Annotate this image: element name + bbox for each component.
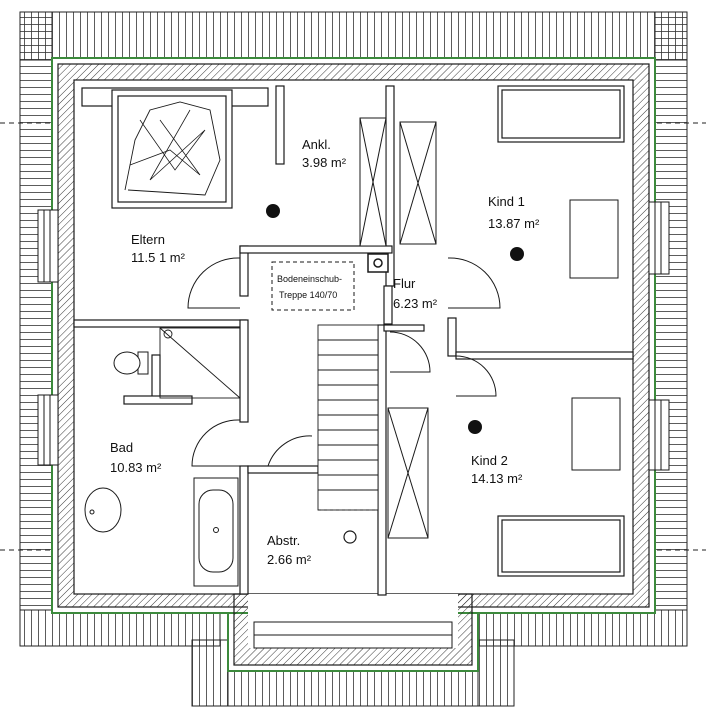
ceiling-light-icon — [266, 204, 524, 434]
sink-icon — [84, 487, 122, 533]
ceiling-light-icon — [343, 530, 357, 544]
room-name-abstr: Abstr. — [267, 533, 300, 548]
room-name-bad: Bad — [110, 440, 133, 455]
room-area-kind1: 13.87 m² — [488, 216, 540, 231]
room-labels: Eltern 11.5 1 m² Ankl. 3.98 m² Kind 1 13… — [110, 137, 540, 567]
attic-hatch — [271, 261, 355, 311]
room-area-bad: 10.83 m² — [110, 460, 162, 475]
wardrobe-icon — [359, 117, 437, 539]
attic-stair-note-line2: Treppe 140/70 — [279, 290, 337, 300]
interior-walls — [73, 85, 634, 596]
bed-icon — [81, 87, 269, 209]
door-swing-icon — [187, 257, 501, 467]
room-name-ankl: Ankl. — [302, 137, 331, 152]
room-name-flur: Flur — [393, 276, 416, 291]
room-area-abstr: 2.66 m² — [267, 552, 312, 567]
attic-stair-note-line1: Bodeneinschub- — [277, 274, 342, 284]
toilet-icon — [113, 351, 149, 375]
room-area-ankl: 3.98 m² — [302, 155, 347, 170]
room-name-eltern: Eltern — [131, 232, 165, 247]
room-area-flur: 6.23 m² — [393, 296, 438, 311]
room-name-kind2: Kind 2 — [471, 453, 508, 468]
bed-icon — [497, 85, 625, 577]
room-name-kind1: Kind 1 — [488, 194, 525, 209]
desk-icon — [569, 199, 621, 471]
staircase-icon — [317, 324, 379, 511]
chimney-icon — [367, 253, 389, 273]
window-icon — [37, 201, 670, 471]
shower-icon — [159, 327, 241, 399]
roof-overhang — [19, 11, 688, 707]
bathtub-icon — [193, 477, 239, 587]
room-area-eltern: 11.5 1 m² — [131, 250, 186, 265]
room-area-kind2: 14.13 m² — [471, 471, 523, 486]
